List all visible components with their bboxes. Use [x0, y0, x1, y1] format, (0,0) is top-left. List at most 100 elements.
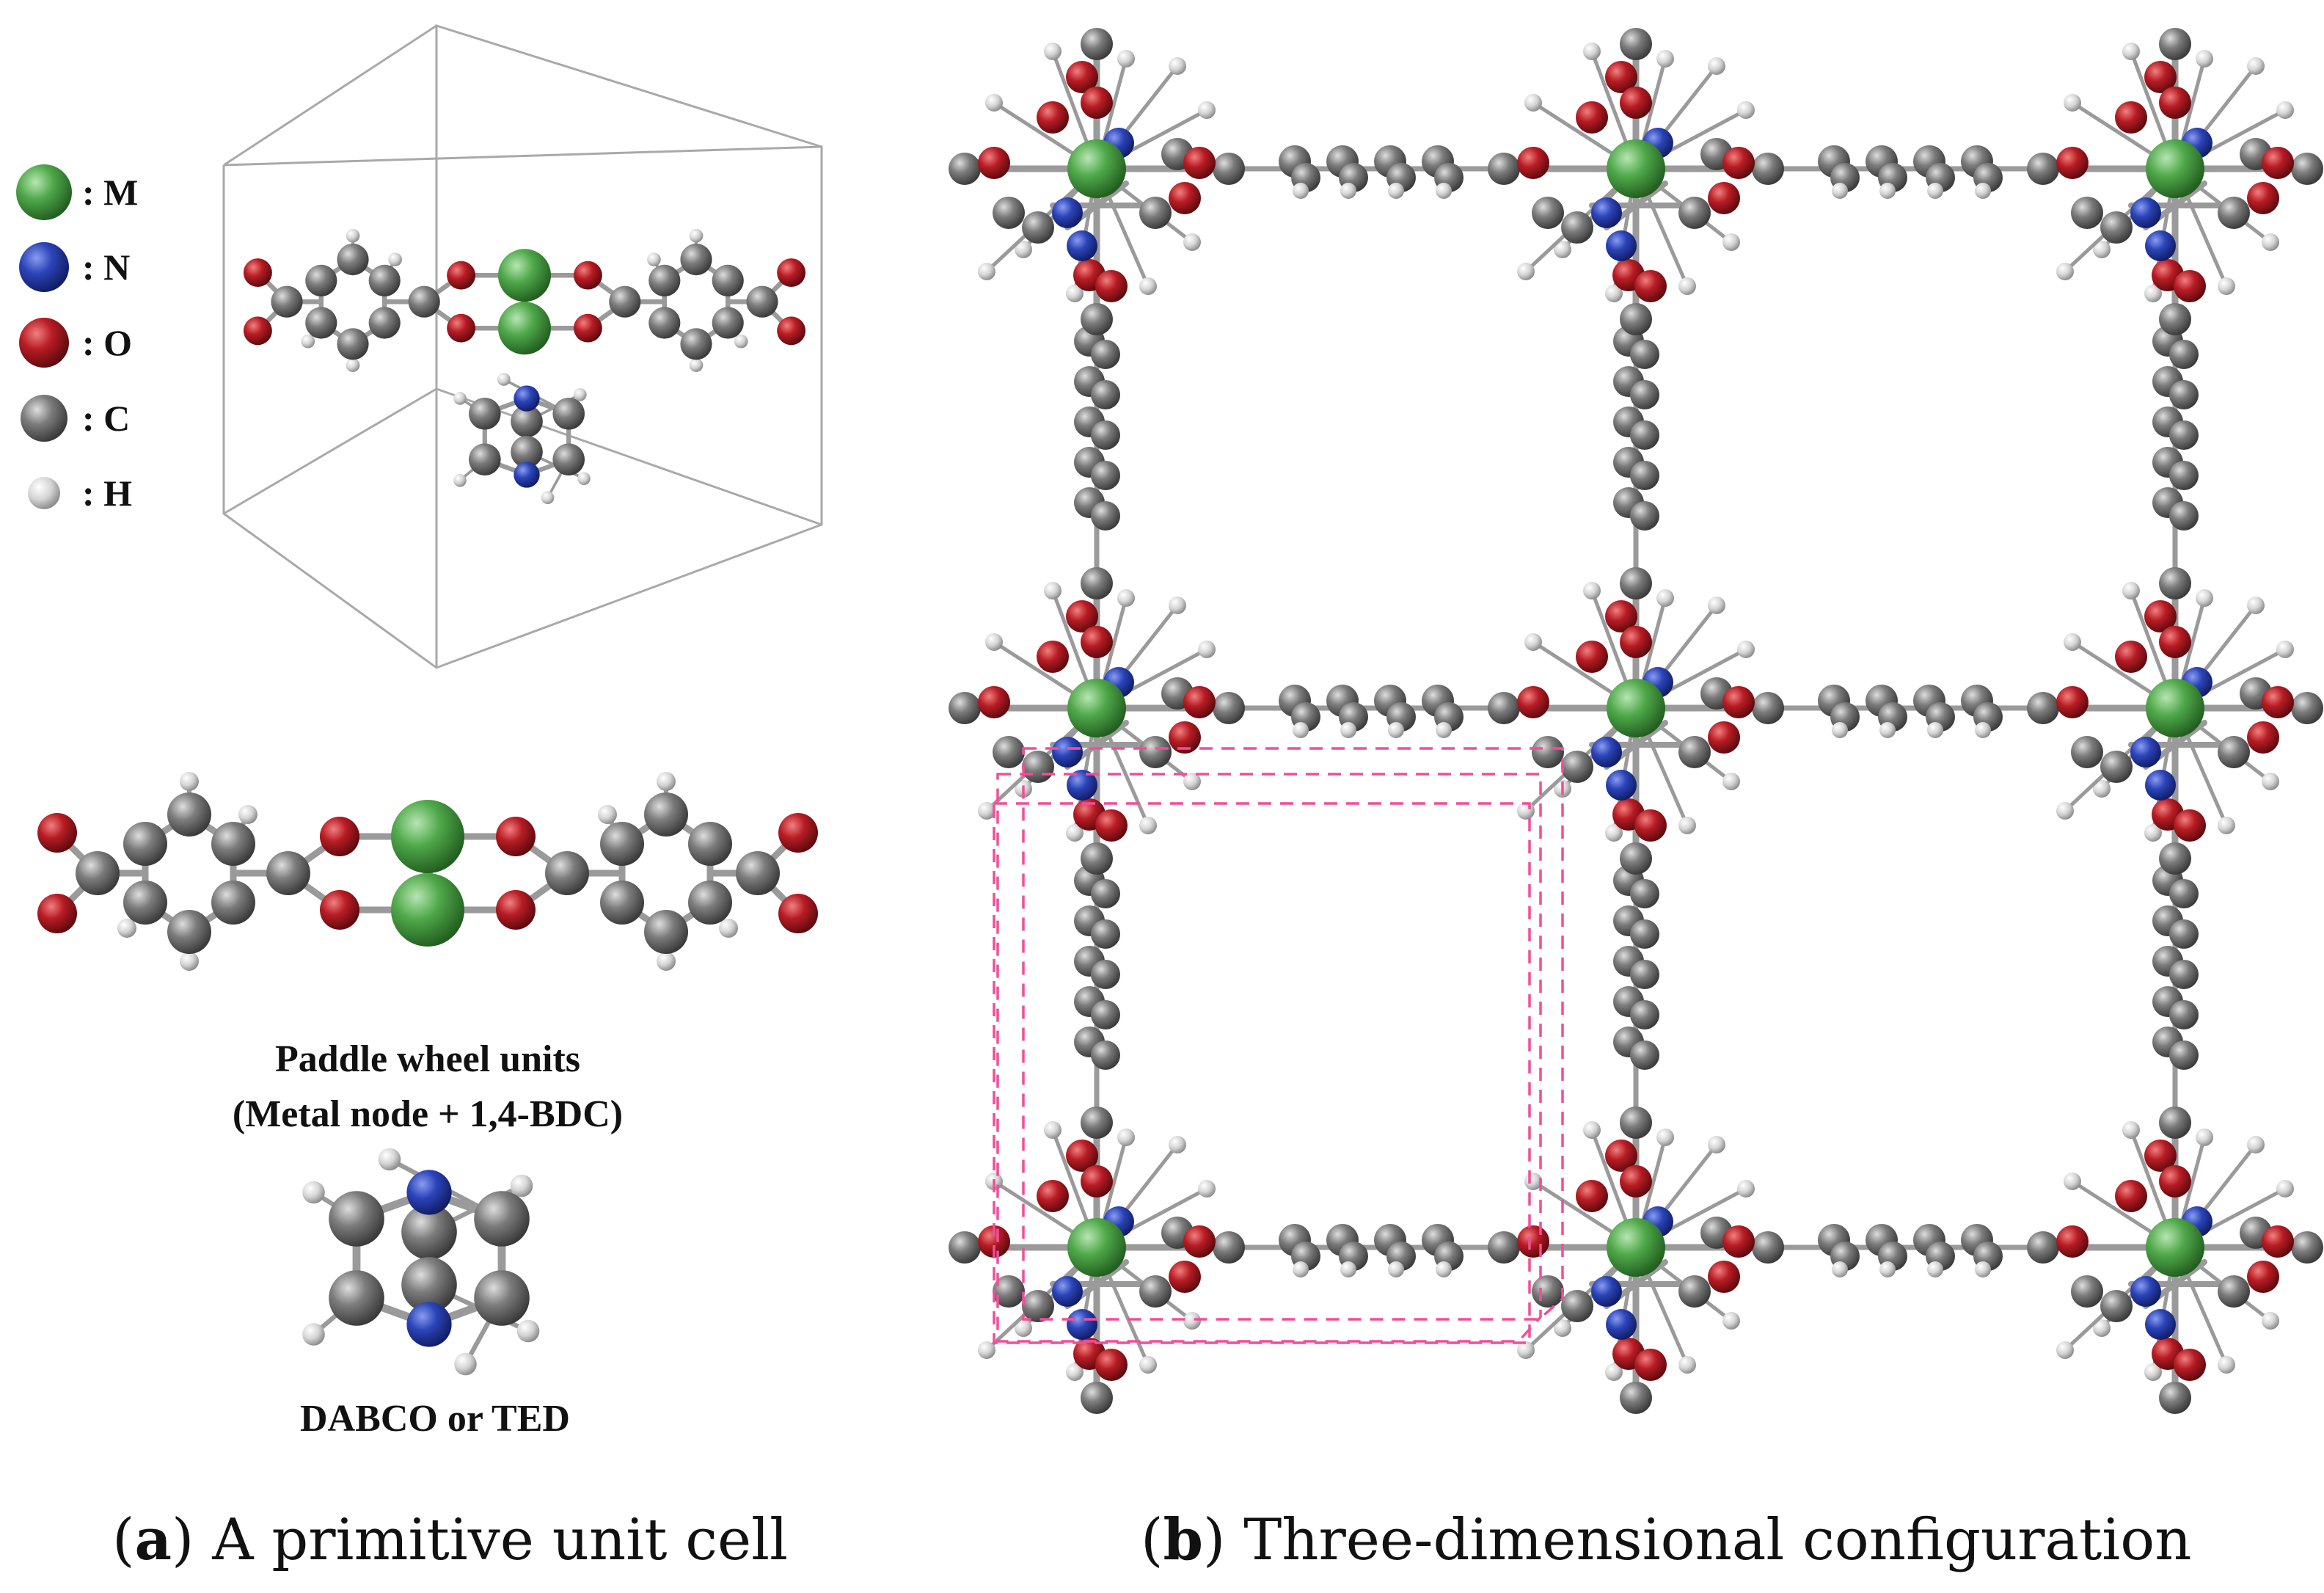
oxygen-atom [1620, 87, 1652, 119]
hydrogen-atom [238, 805, 257, 824]
carbon-atom [167, 910, 211, 954]
hydrogen-atom [2276, 641, 2294, 658]
nitrogen-atom [1052, 737, 1083, 768]
hydrogen-atom [1066, 285, 1084, 302]
carbon-atom [2100, 1290, 2133, 1322]
oxygen-atom [2159, 626, 2191, 658]
hydrogen-atom [497, 373, 511, 386]
oxygen-atom [1517, 1225, 1549, 1258]
nitrogen-atom [1591, 197, 1622, 228]
carbon-atom [468, 397, 501, 430]
carbon-atom [1022, 1290, 1054, 1322]
carbon-atom [401, 1257, 457, 1313]
caption-a-letter: a [134, 1506, 172, 1573]
hydrogen-atom [2122, 582, 2140, 599]
carbon-atom [2218, 736, 2250, 768]
carbon-atom [408, 285, 440, 318]
metal-atom [1607, 679, 1665, 737]
carbon-atom [511, 405, 543, 438]
oxygen-atom [573, 313, 602, 343]
hydrogen-atom [2144, 824, 2162, 842]
caption-a: (a) A primitive unit cell [112, 1506, 788, 1573]
hydrogen-atom [2247, 57, 2265, 75]
carbon-atom [644, 792, 688, 836]
hydrogen-atom [2064, 1173, 2081, 1190]
hydrogen-atom [1583, 582, 1601, 599]
oxygen-atom [1576, 641, 1608, 673]
hydrogen-atom [2218, 277, 2235, 295]
hydrogen-atom [985, 94, 1003, 112]
nitrogen-atom [2130, 1276, 2161, 1307]
carbon-atom [2100, 751, 2133, 783]
carbon-atom [1630, 919, 1659, 949]
nitrogen-atom [1067, 230, 1097, 261]
carbon-atom [474, 1270, 530, 1326]
oxygen-atom [978, 686, 1010, 718]
carbon-atom [271, 285, 303, 318]
hydrogen-atom [1737, 641, 1755, 658]
paddle-wheel-molecule [37, 772, 818, 971]
carbon-atom [368, 264, 401, 296]
hydrogen-atom [978, 1341, 995, 1359]
metal-atom [498, 302, 551, 355]
carbon-atom [1561, 751, 1593, 783]
nitrogen-atom [1052, 197, 1083, 228]
hydrogen-atom [1605, 824, 1623, 842]
metal-atom [1607, 1218, 1665, 1277]
carbon-atom [1091, 1040, 1120, 1070]
carbon-atom [949, 692, 981, 724]
carbon-atom [1561, 211, 1593, 244]
hydrogen-atom [2122, 43, 2140, 60]
framework-node [949, 567, 1245, 875]
carbon-atom [712, 264, 744, 296]
carbon-atom [600, 822, 644, 866]
carbon-atom [1022, 751, 1054, 783]
carbon-atom [688, 822, 732, 866]
carbon-atom [1630, 501, 1659, 531]
hydrogen-atom [1708, 1136, 1725, 1153]
hydrogen-atom [1293, 722, 1309, 738]
carbon-atom [1620, 567, 1652, 599]
caption-b-open-paren: ( [1141, 1507, 1163, 1573]
oxygen-atom [447, 260, 476, 290]
carbon-atom [1532, 736, 1564, 768]
oxygen-atom [1095, 1349, 1128, 1381]
hydrogen-atom [346, 358, 360, 372]
carbon-atom [1630, 1000, 1659, 1029]
hydrogen-atom [28, 477, 60, 509]
carbon-atom [648, 307, 681, 339]
carbon-atom [736, 851, 780, 895]
hydrogen-atom [1554, 241, 1571, 258]
carbon-atom [1630, 879, 1659, 908]
carbon-atom [1630, 420, 1659, 450]
carbon-atom [1488, 692, 1520, 724]
carbon-atom [2159, 28, 2191, 60]
carbon-atom [1081, 842, 1113, 875]
carbon-atom [2027, 692, 2059, 724]
oxygen-atom [1169, 182, 1201, 214]
oxygen-atom [2247, 1261, 2279, 1293]
hydrogen-atom [2218, 1356, 2235, 1374]
metal-atom [391, 800, 464, 873]
hydrogen-atom [1340, 1261, 1356, 1277]
hydrogen-atom [1139, 1356, 1157, 1374]
hydrogen-atom [1436, 183, 1452, 199]
carbon-atom [644, 910, 688, 954]
carbon-atom [1139, 736, 1172, 768]
carbon-atom [2159, 567, 2191, 599]
carbon-atom [712, 307, 744, 339]
carbon-atom [2169, 380, 2199, 409]
carbon-atom [1752, 153, 1784, 185]
hydrogen-atom [1117, 50, 1135, 68]
hydrogen-atom [1975, 722, 1991, 738]
hydrogen-atom [453, 473, 467, 487]
carbon-atom [1630, 340, 1659, 369]
oxygen-atom [1605, 600, 1637, 633]
carbon-atom [211, 881, 255, 925]
nitrogen-atom [19, 242, 69, 292]
carbon-atom [552, 397, 585, 430]
hydrogen-atom [1198, 1180, 1216, 1198]
carbon-atom [1091, 340, 1120, 369]
carbon-atom [2169, 919, 2199, 949]
